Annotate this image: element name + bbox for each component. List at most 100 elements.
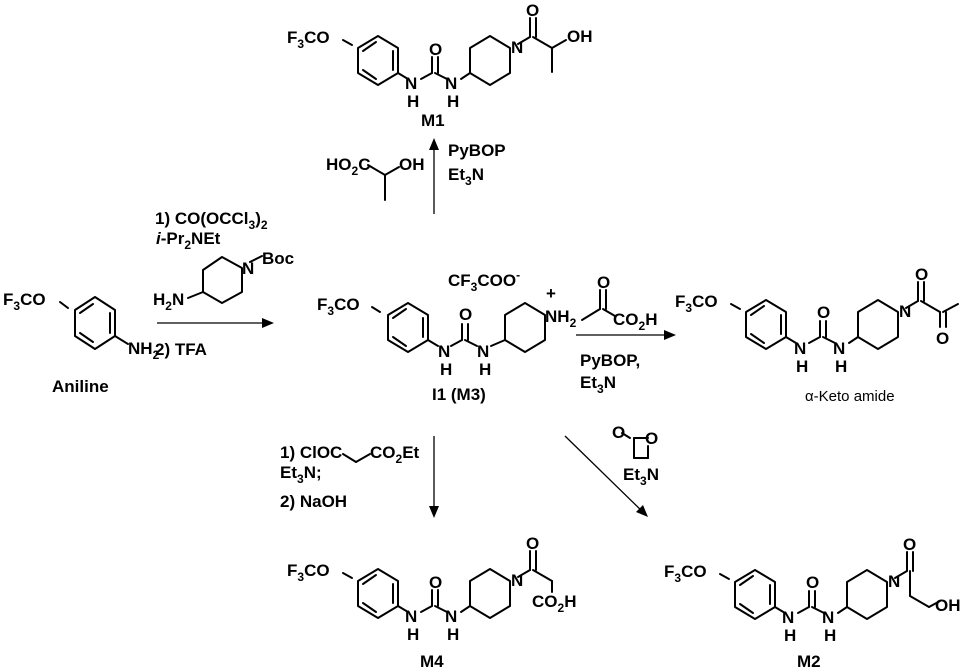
keto-urea-h1: H [796, 357, 808, 376]
m4-bonds [342, 550, 553, 619]
m4-urea-o: O [429, 573, 442, 592]
co2et-label: CO2Et [370, 443, 420, 466]
lactic-acid-bonds [367, 164, 400, 201]
to-keto-conditions: O CO2H PyBOP, Et3N [576, 273, 676, 396]
pyruvic-o: O [597, 273, 610, 292]
m2-urea-n1: N [782, 608, 794, 627]
to-m4-arrow-head [429, 506, 439, 518]
lactic-acid-ho2c: HO2C [326, 155, 370, 178]
m2-bonds [719, 551, 941, 620]
m4-urea-n2: N [445, 607, 457, 626]
i1-urea-h2: H [479, 360, 491, 379]
h2n-label: H2N [153, 290, 184, 313]
i1-bonds [371, 302, 546, 353]
i1-structure: CF3COO- F3CO O N H N H + NH2 I1 (M3) [317, 268, 577, 404]
aniline-bonds [59, 296, 129, 350]
m1-bonds [342, 17, 567, 86]
m1-ocf3-label: F3CO [287, 28, 330, 51]
propiolactone-bonds [621, 432, 649, 459]
to-m4-conditions: 1) ClOC CO2Et Et3N; 2) NaOH [280, 436, 439, 518]
pyruvic-acid-bonds [581, 289, 616, 321]
m4-structure: F3CO N O O CO2H N H N H M4 [287, 534, 576, 671]
keto-ocf3-label: F3CO [675, 292, 718, 315]
m1-urea-h2: H [447, 92, 459, 111]
m4-urea-h2: H [447, 625, 459, 644]
i1-nh2-label: NH2 [545, 307, 577, 330]
i1-name: I1 (M3) [432, 385, 486, 404]
keto-amide-o: O [915, 265, 928, 284]
keto-urea-h2: H [835, 357, 847, 376]
pyruvic-co2h: CO2H [613, 310, 657, 333]
m1-oh: OH [567, 27, 593, 46]
to-m1-conditions: HO2C OH PyBOP Et3N [326, 138, 506, 214]
m1-name: M1 [421, 111, 445, 130]
malonyl-bonds [342, 453, 371, 463]
m2-name: M2 [797, 652, 821, 671]
et3n-keto-label: Et3N [580, 373, 616, 396]
m1-urea-n1: N [405, 74, 417, 93]
i1-carbonyl-o: O [459, 305, 472, 324]
lactone-ring-o: O [645, 429, 658, 448]
i1-urea-n2: N [477, 342, 489, 361]
m2-urea-o: O [806, 573, 819, 592]
i1-plus-charge: + [546, 284, 556, 303]
counterion-label: CF3COO- [448, 268, 520, 294]
keto-name: α-Keto amide [805, 388, 895, 405]
i1-urea-h1: H [440, 360, 452, 379]
step1-conditions: 1) CO(OCCl3)2 i-Pr2NEt N Boc H2N 2) TFA [153, 209, 294, 359]
keto-urea-n2: N [833, 339, 845, 358]
m4-name: M4 [420, 652, 444, 671]
i1-ocf3-label: F3CO [317, 295, 360, 318]
keto-ketone-o: O [936, 329, 949, 348]
naoh-label: 2) NaOH [280, 492, 347, 511]
boc-label: Boc [262, 249, 294, 268]
keto-bonds [730, 281, 959, 350]
m2-ring-n: N [888, 572, 900, 591]
triphosgene-label: 1) CO(OCCl3)2 [155, 209, 268, 232]
m1-ring-n: N [511, 38, 523, 57]
pybop-label: PyBOP [448, 141, 506, 160]
pybop-keto-label: PyBOP, [580, 351, 640, 370]
keto-urea-n1: N [794, 339, 806, 358]
step1-arrow-head [262, 318, 274, 328]
aniline-nh2-label: NH2 [128, 339, 160, 362]
m1-structure: F3CO N O O OH N H N H M1 [287, 1, 593, 130]
m4-amide-o: O [526, 534, 539, 553]
m1-amide-o: O [526, 1, 539, 20]
m2-urea-h2: H [824, 626, 836, 645]
tfa-label: 2) TFA [155, 340, 207, 359]
m1-urea-o: O [429, 40, 442, 59]
aniline-name: Aniline [52, 377, 109, 396]
m4-ring-n: N [511, 571, 523, 590]
m2-urea-n2: N [822, 608, 834, 627]
m2-ocf3-label: F3CO [664, 562, 707, 585]
to-m2-arrow-head [636, 505, 648, 517]
et3n-label: Et3N [448, 165, 484, 188]
keto-ring-n: N [899, 302, 911, 321]
to-m2-conditions: O O Et3N [564, 423, 659, 517]
lactic-acid-oh: OH [399, 155, 425, 174]
m2-structure: F3CO N O O OH N H N H M2 [664, 535, 961, 671]
m4-urea-n1: N [405, 607, 417, 626]
m1-urea-n2: N [445, 74, 457, 93]
to-keto-arrow-head [664, 330, 676, 340]
et3n-m4-label: Et3N; [280, 463, 322, 486]
aniline-ocf3-label: F3CO [3, 290, 46, 313]
boc-n-label: N [242, 259, 254, 278]
m2-amide-o: O [903, 535, 916, 554]
to-m1-arrow-head [429, 138, 439, 150]
aniline-structure: F3CO NH2 Aniline [3, 290, 160, 396]
m1-urea-h1: H [407, 92, 419, 111]
m2-oh: OH [935, 596, 961, 615]
m4-ocf3-label: F3CO [287, 561, 330, 584]
boc-piperidine-bonds [187, 255, 263, 304]
clocch2-label: 1) ClOC [280, 443, 342, 462]
base-label: i-Pr2NEt [156, 229, 221, 252]
m4-co2h: CO2H [532, 592, 576, 615]
m2-urea-h1: H [784, 626, 796, 645]
keto-amide-structure: F3CO N O O O N H N H [675, 265, 959, 405]
m4-urea-h1: H [407, 625, 419, 644]
to-m2-arrow [564, 435, 646, 515]
i1-urea-n1: N [438, 342, 450, 361]
